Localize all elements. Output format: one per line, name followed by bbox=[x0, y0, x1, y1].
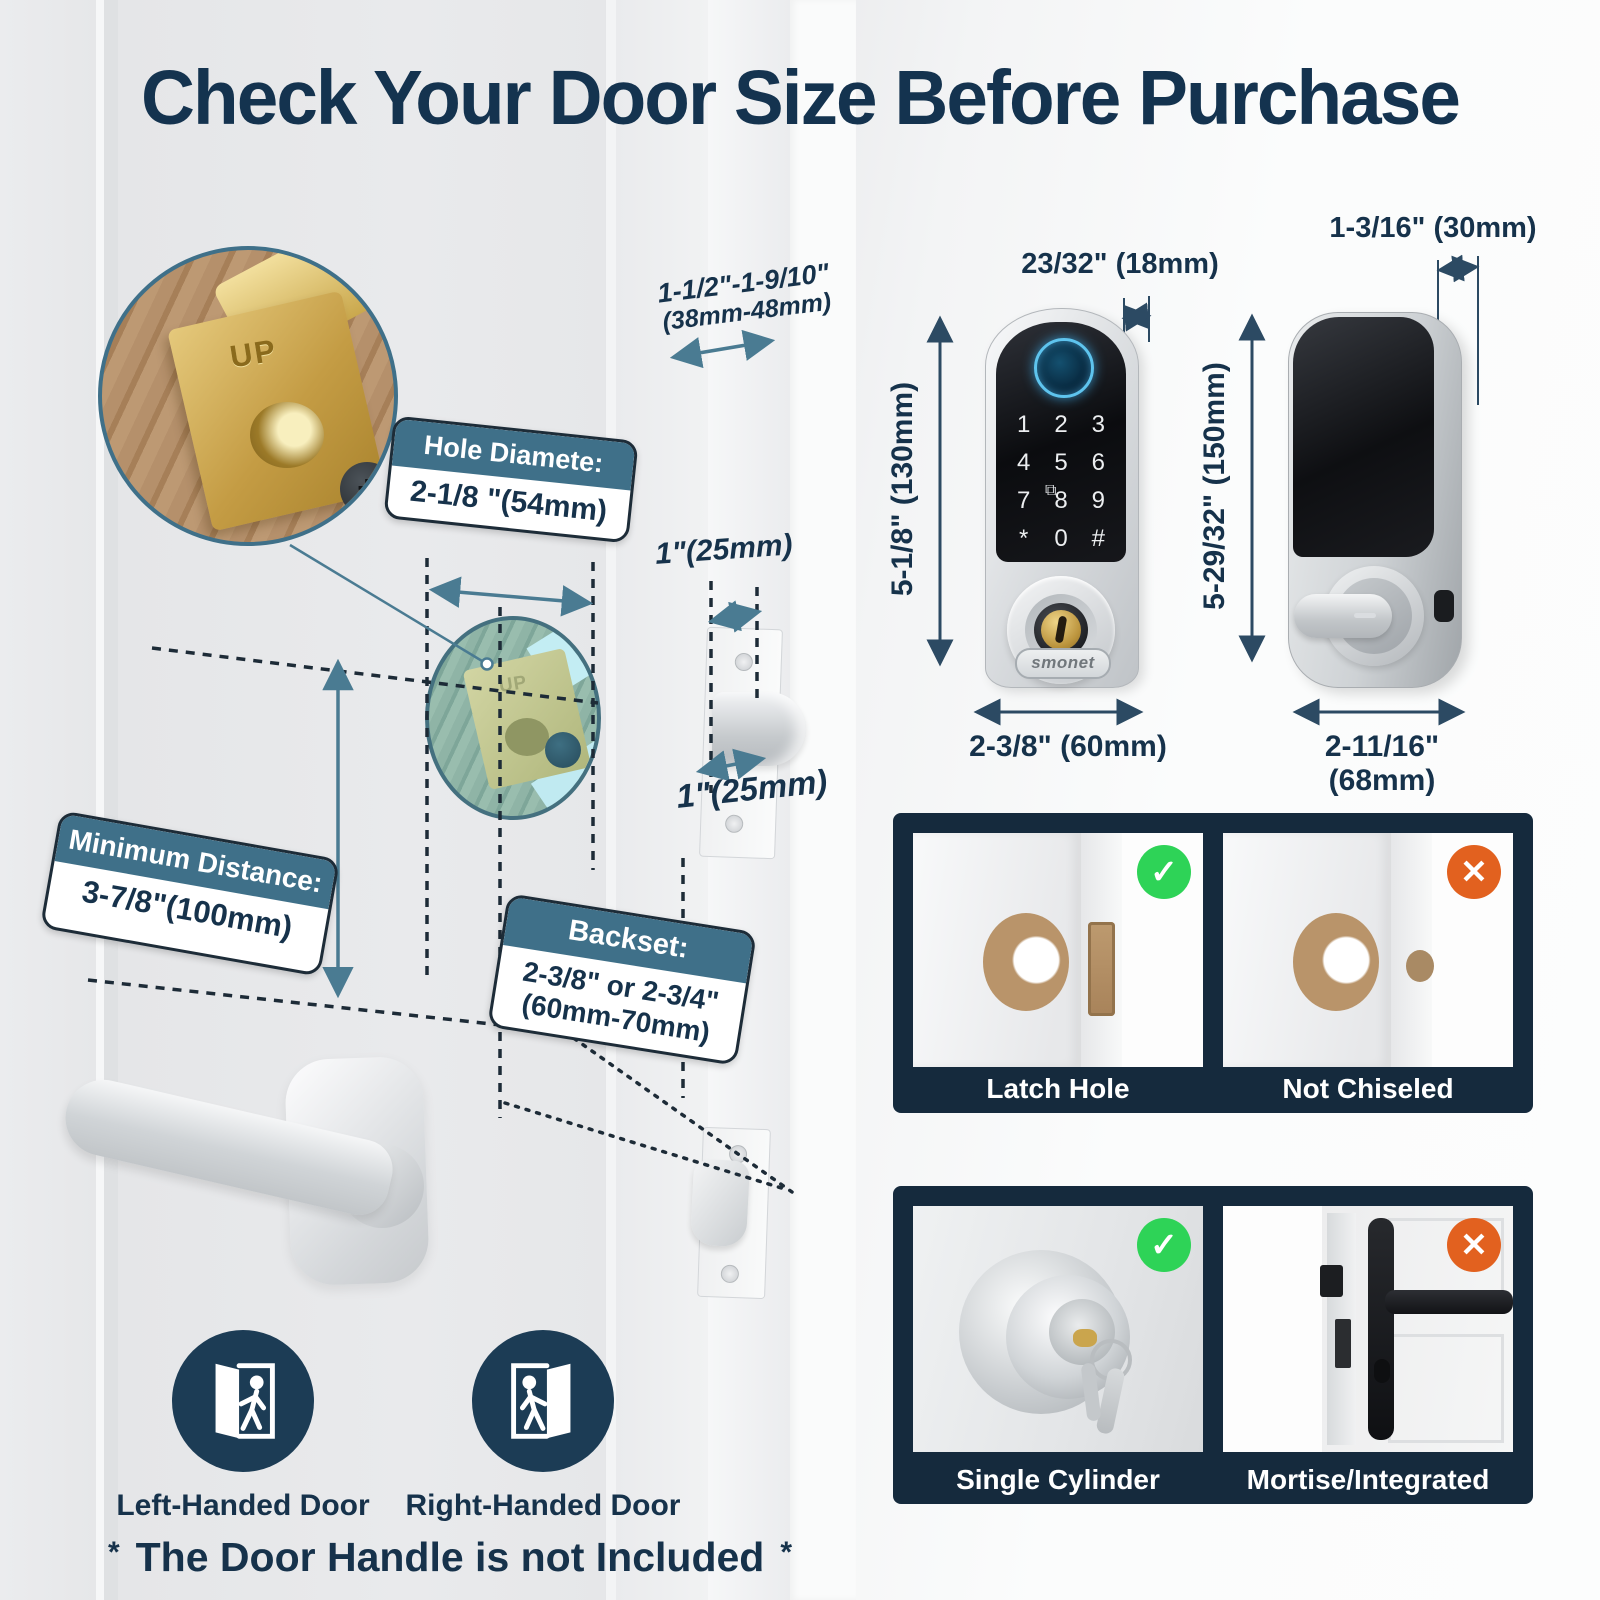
screw-icon bbox=[720, 1264, 740, 1284]
keypad-key: 0 bbox=[1054, 525, 1068, 552]
cylinder-comparison-panel: ✓ ✕ Single Cylinder Mortise/Integrated bbox=[893, 1186, 1533, 1504]
photo-row: ✓ ✕ bbox=[913, 1206, 1513, 1452]
screw-icon bbox=[545, 732, 581, 768]
deadbolt-latch bbox=[712, 692, 806, 766]
lock-button bbox=[1434, 590, 1454, 622]
photo-row: ✓ ✕ bbox=[913, 833, 1513, 1067]
fingerprint-sensor-icon bbox=[1034, 338, 1094, 398]
latch-position-circle: UP bbox=[425, 616, 601, 820]
lock-keypad: 1 2 3 4 5 6 7 8 9 * 0 # bbox=[1005, 406, 1117, 558]
door-frame-edge bbox=[104, 0, 118, 1600]
mortise-cutout bbox=[1334, 1319, 1351, 1369]
back-lock-height-label: 5-29/32" (150mm) bbox=[1198, 362, 1231, 610]
door-jamb bbox=[790, 0, 856, 1600]
footer-note: * The Door Handle is not Included * bbox=[40, 1534, 860, 1581]
smart-lock-back bbox=[1288, 298, 1466, 690]
keypad-key: 5 bbox=[1054, 449, 1068, 476]
label-row: Latch Hole Not Chiseled bbox=[913, 1069, 1513, 1109]
keypad-key: 2 bbox=[1054, 411, 1068, 438]
keypad-key: 3 bbox=[1091, 411, 1105, 438]
thumbturn-lever bbox=[1294, 594, 1392, 638]
check-icon: ✓ bbox=[1137, 1218, 1191, 1272]
handle-lever bbox=[1385, 1289, 1513, 1315]
label-row: Single Cylinder Mortise/Integrated bbox=[913, 1460, 1513, 1500]
door-edge-face bbox=[616, 0, 708, 1600]
keyway-slot bbox=[1054, 615, 1068, 644]
right-handed-door-icon bbox=[472, 1330, 614, 1472]
screw-icon bbox=[724, 814, 744, 834]
keypad-key: 8 bbox=[1054, 487, 1068, 514]
bore-hole bbox=[1292, 912, 1379, 1011]
asterisk: * bbox=[107, 1536, 120, 1569]
lever-slot bbox=[1354, 613, 1376, 618]
up-marking-label: UP bbox=[227, 332, 280, 375]
latch-comparison-panel: ✓ ✕ Latch Hole Not Chiseled bbox=[893, 813, 1533, 1113]
left-handed-door-icon bbox=[172, 1330, 314, 1472]
footer-text: The Door Handle is not Included bbox=[135, 1534, 765, 1580]
brand-badge: smonet bbox=[1015, 648, 1111, 679]
latch-hole-photo: ✓ bbox=[913, 833, 1203, 1067]
smart-lock-front: 1 2 3 4 5 6 7 8 9 * 0 # ⧉ smonet bbox=[985, 292, 1145, 692]
latch-closeup-circle: + UP bbox=[98, 246, 398, 546]
good-option-label: Latch Hole bbox=[986, 1073, 1130, 1104]
front-lock-width-label: 2-3/8" (60mm) bbox=[969, 730, 1167, 763]
front-lock-top-width-label: 23/32" (18mm) bbox=[1021, 248, 1219, 280]
cross-icon: ✕ bbox=[1447, 845, 1501, 899]
door-frame-line bbox=[96, 0, 104, 1600]
keypad-key: 4 bbox=[1016, 449, 1031, 476]
door-frame-strip bbox=[0, 0, 96, 1600]
handle-latch-bolt bbox=[689, 1158, 751, 1248]
screw-icon bbox=[734, 652, 754, 672]
battery-cover bbox=[1293, 317, 1434, 557]
page-title: Check Your Door Size Before Purchase bbox=[141, 55, 1461, 141]
mortise-photo: ✕ bbox=[1223, 1206, 1513, 1452]
bore-hole bbox=[982, 912, 1069, 1011]
edge-mortise bbox=[1088, 921, 1115, 1016]
door-seam bbox=[606, 0, 616, 1600]
left-handed-door-label: Left-Handed Door bbox=[116, 1489, 370, 1522]
keypad-key: # bbox=[1091, 525, 1105, 552]
bad-option-label: Not Chiseled bbox=[1282, 1073, 1454, 1104]
front-lock-height-label: 5-1/8" (130mm) bbox=[886, 381, 919, 597]
keypad-key: 1 bbox=[1016, 411, 1031, 438]
keyhole-cylinder bbox=[1041, 610, 1081, 650]
door-edge bbox=[1391, 833, 1432, 1067]
bad-option-label: Mortise/Integrated bbox=[1246, 1464, 1490, 1495]
cross-icon: ✕ bbox=[1447, 1218, 1501, 1272]
keypad-key: 7 bbox=[1016, 487, 1031, 514]
latch-hole-tinted bbox=[505, 718, 549, 756]
mortise-latch bbox=[1320, 1265, 1344, 1297]
small-edge-hole bbox=[1405, 950, 1434, 982]
keypad-key: * bbox=[1018, 525, 1029, 552]
handle-bar bbox=[1368, 1218, 1395, 1440]
latch-hole bbox=[250, 402, 324, 468]
keypad-key: 9 bbox=[1091, 487, 1105, 514]
back-lock-width-label: 2-11/16" (68mm) bbox=[1324, 730, 1440, 797]
asterisk: * bbox=[780, 1536, 793, 1569]
single-cylinder-photo: ✓ bbox=[913, 1206, 1203, 1452]
right-handed-door-label: Right-Handed Door bbox=[405, 1489, 681, 1522]
door-molding bbox=[1388, 1333, 1505, 1444]
keycard-icon: ⧉ bbox=[1045, 482, 1057, 499]
back-lock-depth-label: 1-3/16" (30mm) bbox=[1329, 212, 1537, 244]
not-chiseled-photo: ✕ bbox=[1223, 833, 1513, 1067]
check-icon: ✓ bbox=[1137, 845, 1191, 899]
up-marking-label: UP bbox=[497, 671, 529, 698]
keypad-key: 6 bbox=[1091, 449, 1105, 476]
good-option-label: Single Cylinder bbox=[956, 1464, 1160, 1495]
key-in-cylinder bbox=[1072, 1329, 1097, 1347]
cylinder-dot bbox=[1373, 1358, 1390, 1383]
